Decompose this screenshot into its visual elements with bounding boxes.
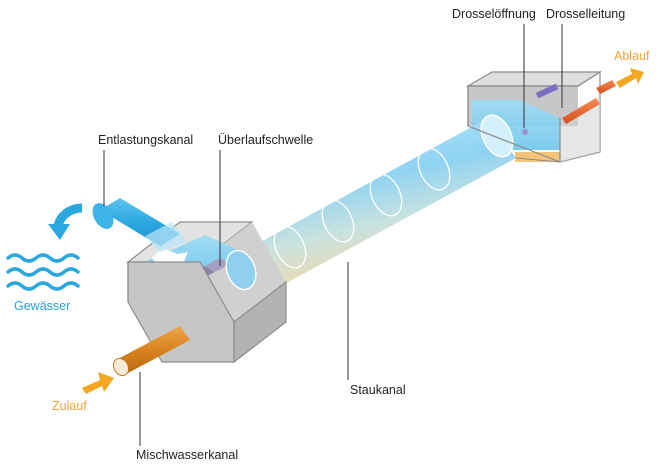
orifice-plate	[535, 83, 559, 99]
throttle-chamber-front	[467, 70, 601, 163]
inlet-pipe	[112, 326, 190, 377]
label-drosselleitung: Drosselleitung	[546, 7, 625, 21]
label-mischwasserkanal: Mischwasserkanal	[136, 448, 238, 462]
leader-lines	[103, 24, 563, 446]
outflow-arrow-icon	[616, 68, 644, 88]
label-drosseloeffnung: Drosselöffnung	[452, 7, 536, 21]
relief-channel	[92, 198, 186, 252]
label-zulauf: Zulauf	[52, 399, 87, 413]
label-gewaesser: Gewässer	[14, 299, 70, 313]
overflow-chamber	[126, 221, 287, 364]
label-entlastungskanal: Entlastungskanal	[98, 133, 193, 147]
label-ueberlaufschwelle: Überlaufschwelle	[218, 133, 313, 147]
orifice-dot	[522, 129, 528, 135]
water-waves-icon	[6, 253, 80, 291]
inflow-arrow-icon	[82, 372, 114, 394]
label-staukanal: Staukanal	[350, 383, 406, 397]
throttle-pipe	[562, 80, 616, 124]
discharge-arrow-icon	[53, 203, 83, 228]
label-ablauf: Ablauf	[614, 49, 650, 63]
storage-tunnel	[242, 114, 516, 292]
